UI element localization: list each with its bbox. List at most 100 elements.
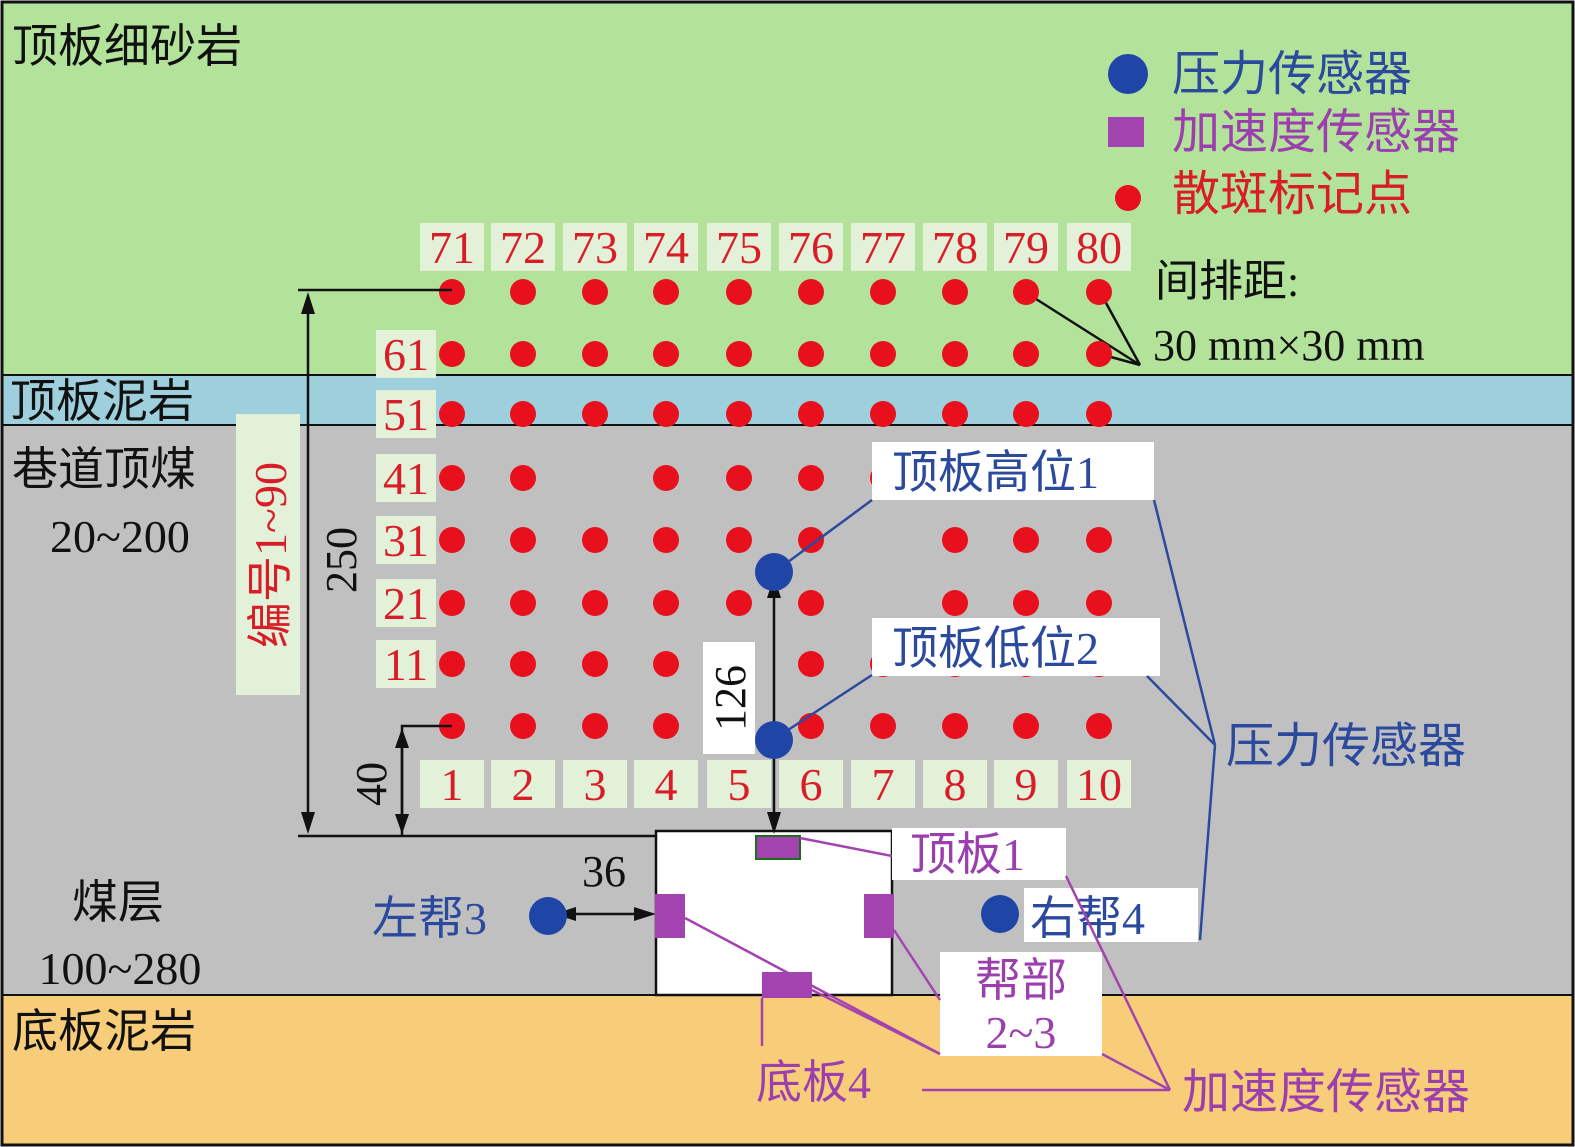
speckle-marker [653, 465, 679, 491]
top-row-number: 77 [860, 222, 906, 273]
speckle-marker [653, 527, 679, 553]
speckle-marker [870, 341, 896, 367]
bottom-row-number: 10 [1076, 759, 1122, 810]
roadway-top-coal-label: 巷道顶煤 [12, 444, 196, 495]
speckle-marker [582, 527, 608, 553]
roof-low-sensor-label: 顶板低位2 [892, 623, 1099, 674]
arrowhead [395, 728, 409, 748]
speckle-marker [510, 279, 536, 305]
number-label-box [376, 330, 436, 378]
number-label-box [420, 760, 484, 808]
arrowhead [301, 292, 315, 314]
rib-accel-label-line2: 2~3 [986, 1007, 1057, 1058]
label-box [1024, 888, 1198, 942]
number-label-box [376, 390, 436, 438]
speckle-marker [942, 713, 968, 739]
top-row-number: 75 [716, 222, 762, 273]
speckle-marker [439, 651, 465, 677]
speckle-marker [582, 279, 608, 305]
speckle-marker [1013, 401, 1039, 427]
speckle-marker [653, 713, 679, 739]
number-label-box [376, 454, 436, 502]
speckle-marker [439, 590, 465, 616]
speckle-marker [1086, 401, 1112, 427]
coal-seam-range: 100~280 [39, 943, 202, 994]
speckle-marker [798, 401, 824, 427]
pressure-sensor-right [981, 895, 1019, 933]
number-label-box [707, 760, 771, 808]
speckle-marker [726, 465, 752, 491]
speckle-marker [870, 713, 896, 739]
speckle-marker [726, 401, 752, 427]
roof-high-sensor-label: 顶板高位1 [892, 447, 1099, 498]
speckle-marker [798, 651, 824, 677]
speckle-marker [798, 279, 824, 305]
top-row-number: 72 [500, 222, 546, 273]
number-label-box [923, 223, 987, 271]
bottom-row-number: 6 [800, 759, 823, 810]
speckle-marker [798, 465, 824, 491]
legend-speckle-label: 散斑标记点 [1172, 168, 1412, 221]
speckle-marker [942, 341, 968, 367]
speckle-marker [1013, 590, 1039, 616]
legend-accel-label: 加速度传感器 [1172, 106, 1460, 159]
speckle-marker [798, 527, 824, 553]
number-label-box [1067, 223, 1131, 271]
speckle-marker [653, 590, 679, 616]
number-label-box [1067, 760, 1131, 808]
dim-36-label: 36 [582, 847, 626, 896]
floor-accel-label: 底板4 [756, 1057, 871, 1108]
bottom-row-number: 7 [872, 759, 895, 810]
label-box [892, 828, 1066, 880]
left-column-number: 41 [383, 453, 429, 504]
top-row-number: 71 [429, 222, 475, 273]
accel-sensor-roof [755, 835, 801, 860]
speckle-marker [582, 590, 608, 616]
left-column-number: 61 [383, 329, 429, 380]
number-label-box [491, 223, 555, 271]
left-column-number: 11 [384, 639, 428, 690]
number-label-box [634, 223, 698, 271]
dim-250-label: 250 [317, 527, 366, 593]
speckle-marker [510, 341, 536, 367]
speckle-marker [510, 401, 536, 427]
legend-pressure-label: 压力传感器 [1172, 48, 1412, 101]
number-label-box [376, 640, 436, 688]
number-label-box [851, 223, 915, 271]
speckle-marker [1086, 341, 1112, 367]
accel-sensor-floor [762, 972, 812, 998]
number-label-box [779, 760, 843, 808]
speckle-marker [1086, 279, 1112, 305]
speckle-marker [439, 401, 465, 427]
top-row-number: 74 [643, 222, 689, 273]
number-label-box [634, 760, 698, 808]
accel-sensor-right-rib [864, 894, 894, 938]
leader-line [892, 929, 942, 1001]
leader-line [787, 673, 873, 732]
top-row-number: 73 [572, 222, 618, 273]
speckle-marker [942, 279, 968, 305]
speckle-marker [798, 341, 824, 367]
accel-group-label: 加速度传感器 [1182, 1066, 1470, 1119]
number-label-box [779, 223, 843, 271]
number-label-box [376, 579, 436, 627]
arrowhead [301, 812, 315, 834]
bottom-row-number: 8 [944, 759, 967, 810]
pressure-group-label: 压力传感器 [1226, 720, 1466, 773]
speckle-marker [870, 279, 896, 305]
speckle-marker [582, 401, 608, 427]
roof-sandstone-label: 顶板细砂岩 [12, 21, 242, 72]
floor-mudstone-layer [2, 995, 1573, 1145]
number-label-box [994, 760, 1058, 808]
speckle-marker [653, 401, 679, 427]
speckle-marker [726, 341, 752, 367]
legend-speckle-symbol [1115, 185, 1141, 211]
numbering-range-label: 编号1~90 [245, 462, 296, 648]
left-column-number: 21 [383, 578, 429, 629]
speckle-marker [798, 713, 824, 739]
rib-accel-label-line1: 帮部 [975, 955, 1067, 1006]
